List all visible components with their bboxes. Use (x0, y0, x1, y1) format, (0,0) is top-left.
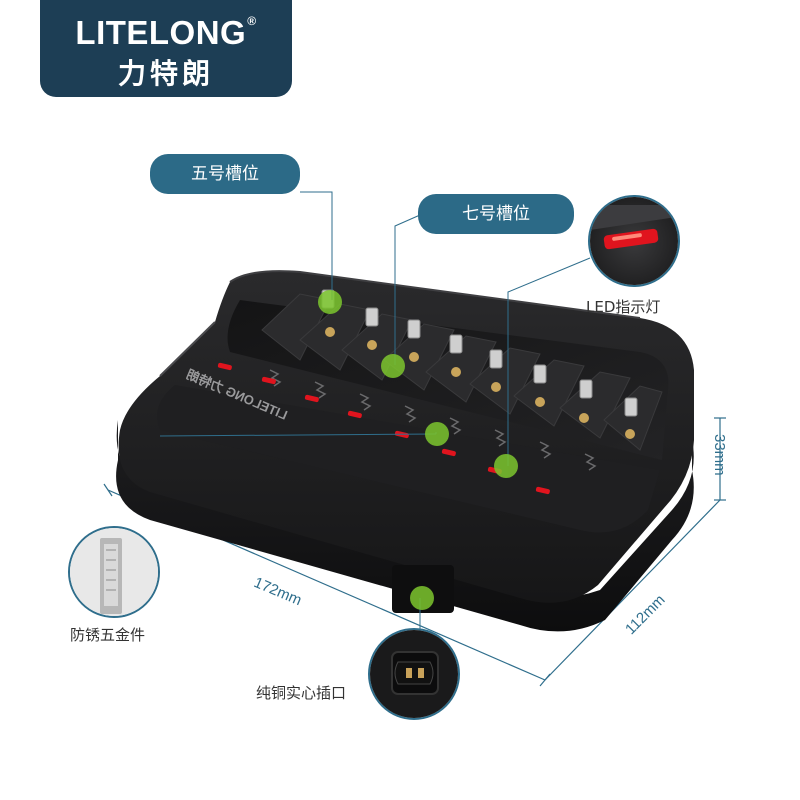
socket-closeup (368, 628, 460, 720)
led-indicator-caption: LED指示灯 (586, 298, 661, 316)
hardware-caption: 防锈五金件 (70, 626, 146, 644)
brand-banner: LITELONG® 力特朗 (40, 0, 292, 97)
green-markers (318, 290, 518, 610)
battery-slots (261, 289, 663, 471)
height-dimension: 33mm (711, 434, 728, 476)
brand-logo-en: LITELONG® (75, 14, 257, 51)
hardware-closeup (68, 526, 160, 618)
aaa-slot-callout: 七号槽位 (418, 194, 574, 234)
leader-lines (159, 191, 591, 630)
socket-caption: 纯铜实心插口 (256, 684, 347, 702)
brand-logo-cn: 力特朗 (117, 57, 214, 90)
led-closeup (588, 195, 680, 287)
aa-slot-callout: 五号槽位 (150, 154, 300, 194)
